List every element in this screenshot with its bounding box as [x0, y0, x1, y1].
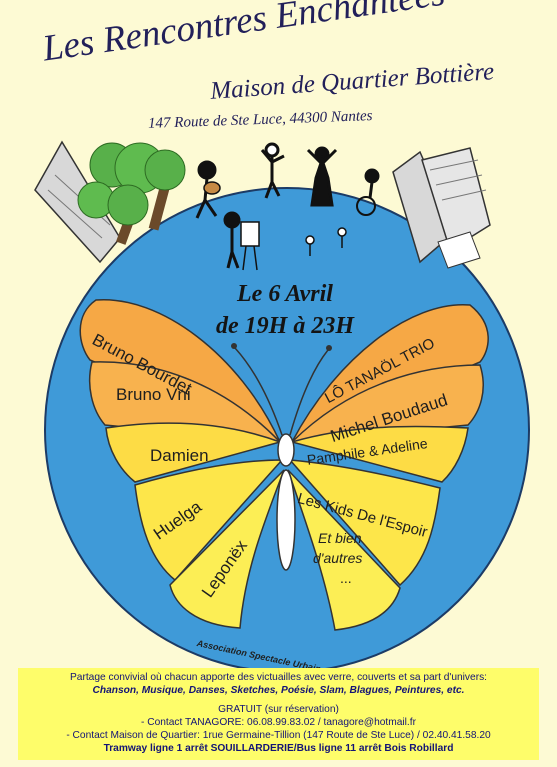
contact-maison: - Contact Maison de Quartier: 1rue Germa…: [66, 730, 491, 741]
event-date: Le 6 Avril: [237, 281, 333, 307]
artist-name: Et bien: [318, 530, 362, 546]
info-free-entry: GRATUIT (sur réservation): [218, 704, 339, 715]
butterfly-right-wing: [287, 304, 489, 631]
artist-name: ...: [340, 570, 352, 586]
right-buildings-illustration: [392, 147, 491, 269]
artist-name: Bruno Vni: [116, 385, 191, 404]
artist-name: Damien: [150, 446, 209, 465]
artist-name: d'autres: [313, 550, 363, 566]
event-time: de 19H à 23H: [216, 313, 354, 339]
contact-tanagore: - Contact TANAGORE: 06.08.99.83.02 / tan…: [141, 717, 416, 728]
trees-illustration: [77, 142, 186, 245]
info-band: Partage convivial où chacun apporte des …: [18, 668, 539, 760]
info-activities: Chanson, Musique, Danses, Sketches, Poés…: [92, 685, 465, 696]
butterfly-left-wing: [79, 299, 285, 629]
transport-info: Tramway ligne 1 arrêt SOUILLARDERIE/Bus …: [103, 743, 454, 754]
event-datetime: Le 6 Avril de 19H à 23H: [195, 278, 375, 342]
people-illustration: [195, 142, 380, 271]
info-description: Partage convivial où chacun apporte des …: [69, 672, 488, 683]
butterfly-body: [231, 343, 332, 571]
